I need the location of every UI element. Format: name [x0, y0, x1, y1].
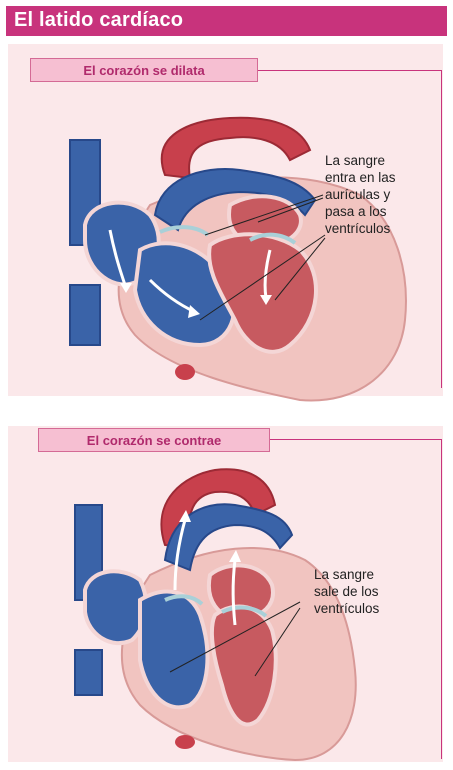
leader-line: [257, 197, 324, 223]
section-label-dilation: El corazón se dilata: [30, 58, 258, 82]
heart-apex-vessel: [175, 364, 195, 380]
annotation-line: ventrículos: [325, 221, 391, 236]
section-label-contraction: El corazón se contrae: [38, 428, 270, 452]
leader-line: [199, 234, 326, 321]
flow-arrow-head-icon: [179, 510, 191, 522]
annotation-contraction: La sangre sale de los ventrículos: [314, 566, 379, 617]
annotation-line: La sangre: [325, 153, 386, 168]
annotation-line: ventrículos: [314, 601, 380, 616]
leader-line: [274, 237, 326, 301]
right-atrium: [83, 569, 149, 646]
valve: [249, 232, 297, 245]
annotation-line: La sangre: [314, 567, 375, 582]
annotation-line: sale de los: [314, 584, 379, 599]
annotation-line: aurículas y: [325, 187, 391, 202]
annotation-line: pasa a los: [325, 204, 387, 219]
leader-line: [254, 607, 301, 677]
annotation-line: entra en las: [325, 170, 396, 185]
flow-arrow-head-icon: [188, 305, 200, 318]
right-ventricle: [138, 589, 210, 710]
pulmonary-artery: [163, 503, 294, 572]
flow-arrow-icon: [108, 229, 127, 286]
valve: [159, 225, 210, 237]
annotation-dilation: La sangre entra en las aurículas y pasa …: [325, 152, 396, 237]
flow-arrow-head-icon: [260, 295, 272, 305]
pulmonary-artery: [153, 168, 317, 232]
heart-apex-vessel: [175, 735, 195, 749]
flow-arrow-icon: [173, 519, 187, 591]
aorta: [160, 468, 277, 550]
flow-arrow-head-icon: [229, 550, 241, 562]
flow-arrow-icon: [263, 249, 272, 299]
leader-line: [204, 194, 324, 236]
valve: [221, 605, 268, 618]
aorta: [160, 116, 312, 180]
section-frame-line: [441, 439, 442, 759]
page-title: El latido cardíaco: [14, 9, 184, 31]
left-atrium: [206, 563, 275, 621]
vena-cava-inferior: [74, 649, 103, 696]
vena-cava-inferior: [69, 284, 101, 346]
section-frame-line: [267, 439, 442, 440]
section-frame-line: [255, 70, 442, 71]
flow-arrow-icon: [231, 559, 237, 626]
title-bar: El latido cardíaco: [6, 6, 447, 36]
leader-line: [169, 601, 301, 673]
section-frame-line: [441, 70, 442, 388]
valve: [164, 594, 204, 606]
flow-arrow-head-icon: [120, 283, 132, 293]
